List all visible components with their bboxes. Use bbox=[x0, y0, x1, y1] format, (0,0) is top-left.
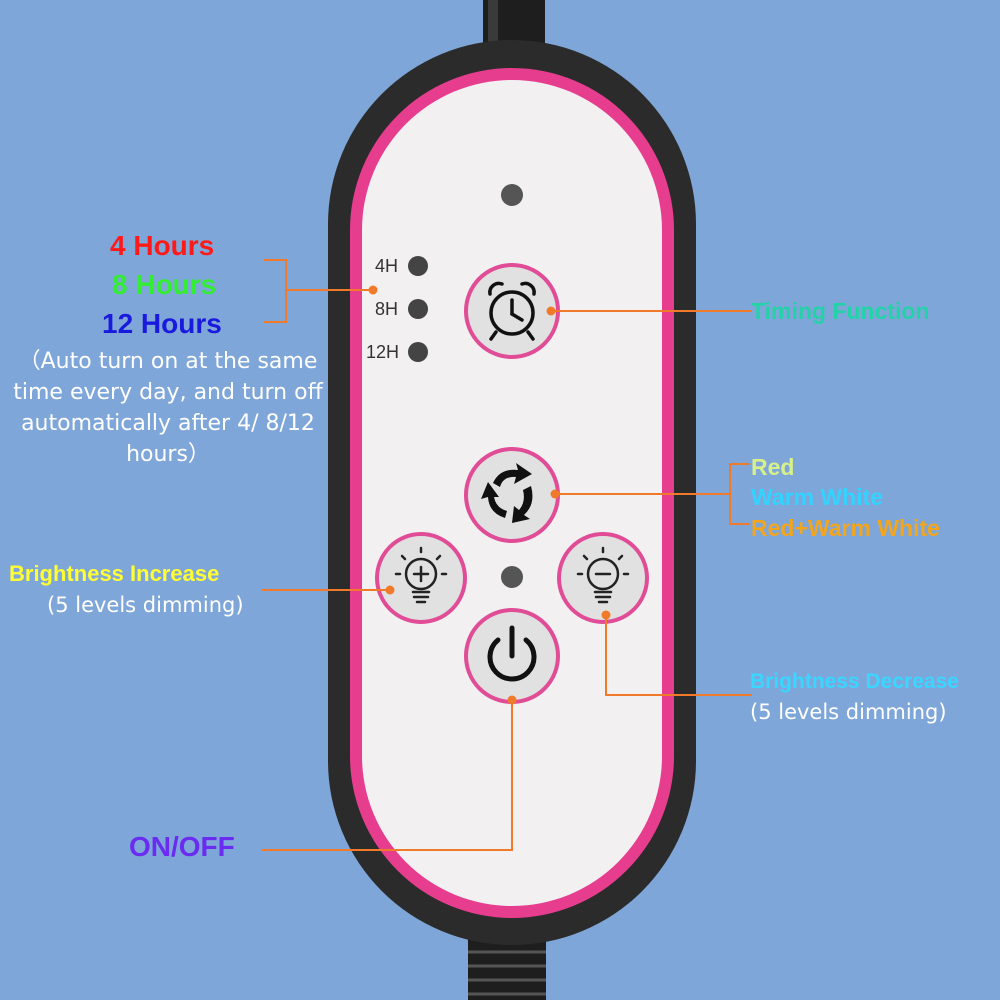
indicator-12h-dot bbox=[408, 342, 428, 362]
center-dot bbox=[501, 566, 523, 588]
timer-button[interactable] bbox=[464, 263, 560, 359]
color-mode-button[interactable] bbox=[464, 447, 560, 543]
brightness-decrease-button[interactable] bbox=[557, 532, 649, 624]
brightness-increase-button[interactable] bbox=[375, 532, 467, 624]
top-cable bbox=[483, 0, 545, 48]
label-brightness-decrease-sub: (5 levels dimming) bbox=[750, 700, 947, 724]
bulb-minus-icon bbox=[576, 546, 630, 604]
timer-description: （Auto turn on at the same time every day… bbox=[13, 349, 323, 467]
cycle-arrows-icon bbox=[481, 463, 533, 523]
indicator-label-8h: 8H bbox=[375, 299, 399, 319]
power-icon bbox=[487, 625, 537, 682]
label-8-hours: 8 Hours bbox=[112, 269, 217, 300]
bottom-cable bbox=[468, 935, 546, 1000]
indicator-4h-dot bbox=[408, 256, 428, 276]
label-brightness-increase-sub: (5 levels dimming) bbox=[47, 593, 244, 617]
label-brightness-increase: Brightness Increase bbox=[9, 561, 220, 586]
power-button[interactable] bbox=[464, 608, 560, 704]
leader-lines bbox=[262, 259, 752, 851]
label-12-hours: 12 Hours bbox=[102, 308, 222, 339]
indicator-8h-dot bbox=[408, 299, 428, 319]
status-led-dot bbox=[501, 184, 523, 206]
label-on-off: ON/OFF bbox=[129, 831, 235, 862]
label-brightness-decrease: Brightness Decrease bbox=[750, 670, 959, 693]
label-red: Red bbox=[751, 454, 795, 480]
label-timing-function: Timing Function bbox=[751, 298, 930, 324]
label-red-warm-white: Red+Warm White bbox=[751, 515, 940, 541]
alarm-clock-icon bbox=[488, 281, 536, 341]
bulb-plus-icon bbox=[394, 546, 448, 604]
label-warm-white: Warm White bbox=[751, 484, 884, 510]
label-4-hours: 4 Hours bbox=[110, 230, 215, 261]
indicator-label-4h: 4H bbox=[375, 256, 399, 276]
indicator-label-12h: 12H bbox=[366, 342, 400, 362]
leader-dots bbox=[368, 285, 611, 705]
